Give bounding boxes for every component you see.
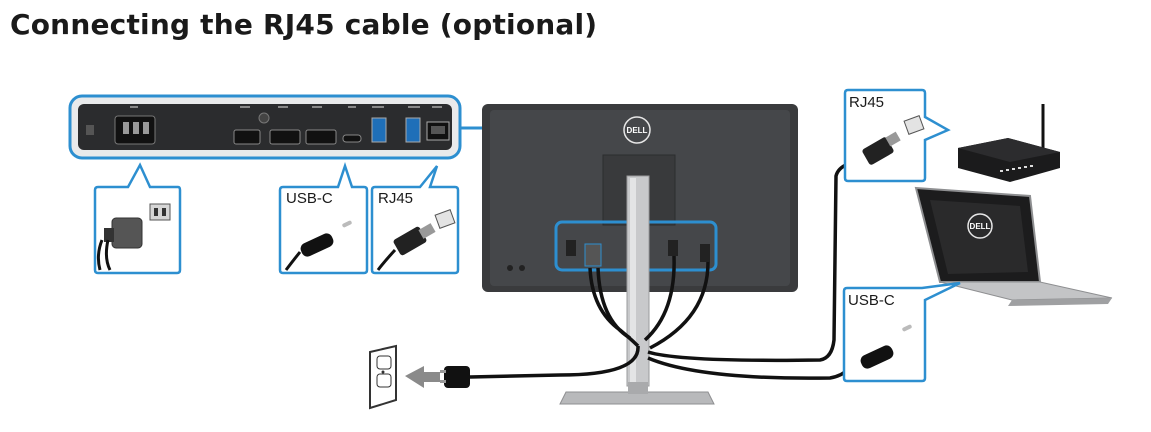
svg-text:DELL: DELL: [627, 126, 648, 135]
rj45-monitor-callout: RJ45: [370, 165, 460, 275]
cables: [469, 162, 852, 380]
rj45-router-callout: RJ45: [843, 88, 951, 183]
usb-c-port: [342, 134, 362, 143]
usb-c-laptop-callout: USB-C: [842, 281, 961, 383]
dell-logo-laptop: DELL: [967, 213, 993, 239]
usb-c-label: USB-C: [286, 190, 333, 207]
wall-outlet: [369, 344, 397, 410]
svg-text:DELL: DELL: [970, 222, 991, 231]
displayport-out-port: [305, 129, 337, 145]
hdmi-port: [269, 129, 301, 145]
usb-a-port: [371, 117, 387, 143]
displayport-port: [233, 129, 261, 145]
monitor-stand: [559, 175, 715, 405]
power-inlet-port: [114, 115, 156, 145]
rj45-port: [426, 121, 450, 141]
usb-a-port-2: [405, 117, 421, 143]
power-plug-callout: [93, 162, 182, 275]
usb-c-laptop-label: USB-C: [848, 292, 895, 309]
power-plug: [405, 366, 470, 388]
usb-c-monitor-callout: USB-C: [278, 162, 369, 275]
router: [958, 104, 1060, 182]
rj45-router-label: RJ45: [849, 94, 884, 111]
laptop: DELL: [914, 186, 1113, 306]
dell-logo-monitor: DELL: [623, 116, 651, 144]
port-panel-closeup: [68, 94, 462, 160]
rj45-label: RJ45: [378, 190, 413, 207]
page-title: Connecting the RJ45 cable (optional): [10, 8, 598, 41]
